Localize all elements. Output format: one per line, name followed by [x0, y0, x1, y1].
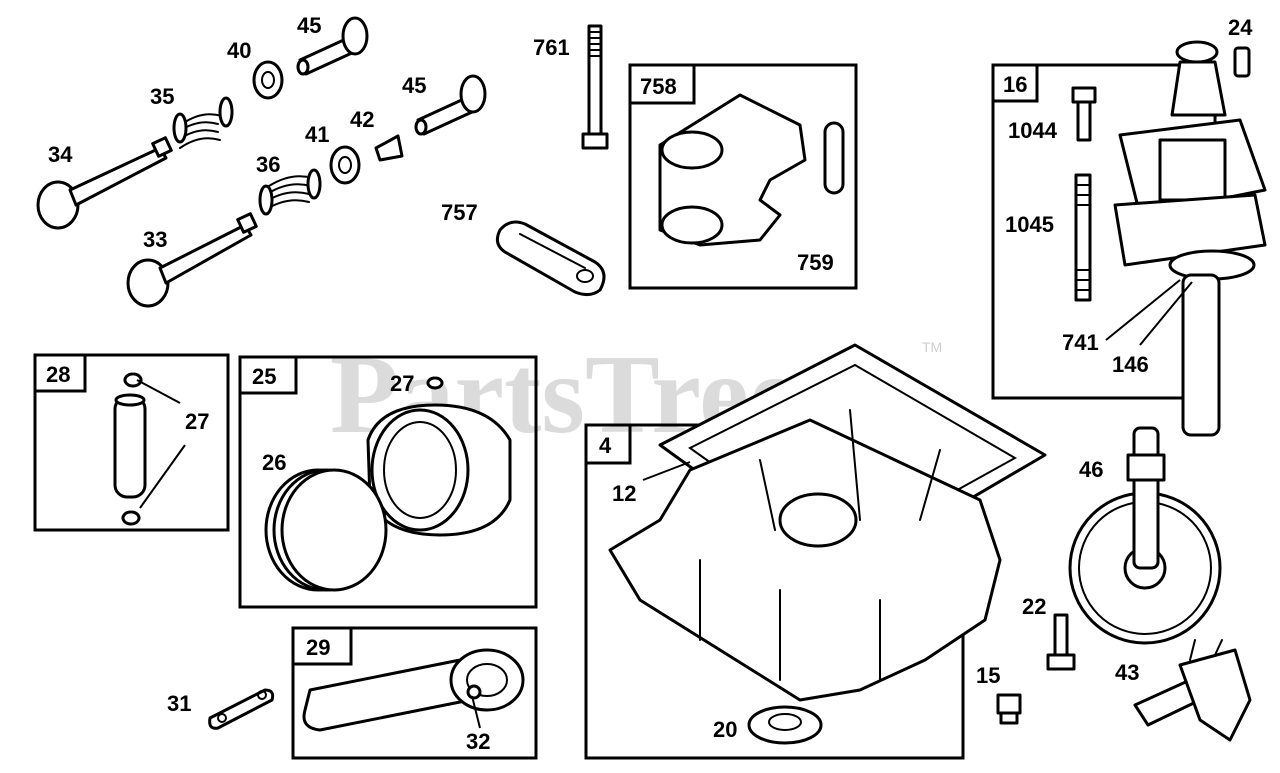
label-31: 31 — [167, 691, 191, 716]
box-25-label: 25 — [252, 364, 276, 389]
label-1044: 1044 — [1008, 118, 1058, 143]
label-32: 32 — [466, 729, 490, 754]
leader-741 — [1105, 279, 1181, 341]
box-4-label: 4 — [599, 433, 612, 458]
leader-32 — [471, 695, 481, 729]
box-4-tab — [584, 423, 632, 465]
bolt-22[interactable] — [1046, 613, 1076, 671]
label-20: 20 — [713, 717, 737, 742]
leader-27-bottom — [139, 444, 186, 509]
label-45-mid: 45 — [402, 73, 426, 98]
box-28-tab — [33, 353, 87, 393]
box-25-tab — [238, 355, 298, 395]
box-28 — [33, 353, 230, 532]
label-22: 22 — [1022, 594, 1046, 619]
label-46: 46 — [1079, 457, 1103, 482]
box-25 — [238, 355, 538, 609]
cylinder-block-4[interactable] — [608, 409, 1002, 702]
box-758 — [628, 63, 858, 290]
retainer-clip-27[interactable] — [121, 372, 143, 526]
connecting-rod-29[interactable] — [302, 648, 525, 732]
box-29-label: 29 — [306, 635, 330, 660]
connecting-rod-757[interactable] — [495, 220, 606, 297]
bolt-1044[interactable] — [1071, 86, 1097, 142]
label-40: 40 — [227, 38, 251, 63]
label-34: 34 — [48, 142, 73, 167]
label-759: 759 — [797, 250, 834, 275]
box-16-label: 16 — [1003, 72, 1027, 97]
valve-lifter-45b[interactable] — [414, 74, 487, 136]
valve-lifter-45a[interactable] — [296, 16, 369, 76]
label-1045: 1045 — [1005, 212, 1054, 237]
label-27-box25: 27 — [390, 371, 414, 396]
key-24[interactable] — [1233, 46, 1251, 78]
piston-pin-28[interactable] — [113, 393, 147, 499]
label-45-top: 45 — [297, 13, 321, 38]
pin-759[interactable] — [823, 121, 845, 195]
box-758-label: 758 — [640, 74, 677, 99]
label-43: 43 — [1115, 660, 1139, 685]
oil-seal-20[interactable] — [747, 705, 823, 745]
crankshaft-assembly[interactable] — [1113, 40, 1267, 437]
lock-31[interactable] — [208, 688, 275, 730]
label-15: 15 — [976, 663, 1000, 688]
valve-34[interactable] — [36, 136, 173, 230]
piston-25[interactable] — [366, 403, 512, 537]
retainer-clip-27-box25[interactable] — [426, 376, 444, 390]
box-16-tab — [991, 63, 1039, 103]
retainer-42[interactable] — [374, 134, 404, 162]
leader-146 — [1139, 281, 1193, 346]
box-29 — [291, 626, 538, 760]
watermark-trademark: TM — [922, 339, 942, 355]
box-28-label: 28 — [46, 362, 70, 387]
label-24: 24 — [1228, 15, 1253, 40]
valve-spring-36[interactable] — [258, 168, 322, 216]
label-757: 757 — [441, 200, 478, 225]
bolt-1045[interactable] — [1074, 173, 1092, 302]
label-35: 35 — [150, 84, 174, 109]
camshaft-46[interactable] — [1068, 426, 1222, 645]
leader-27-top — [136, 379, 181, 404]
label-741: 741 — [1062, 330, 1099, 355]
label-146: 146 — [1112, 352, 1149, 377]
label-42: 42 — [350, 107, 374, 132]
label-41: 41 — [305, 122, 329, 147]
label-33: 33 — [143, 227, 167, 252]
bolt-761[interactable] — [581, 24, 609, 150]
plug-15[interactable] — [996, 693, 1022, 725]
box-29-tab — [291, 626, 353, 666]
label-761: 761 — [533, 35, 570, 60]
governor-43[interactable] — [1133, 639, 1252, 742]
valve-spring-35[interactable] — [172, 96, 234, 149]
spring-retainer-41[interactable] — [329, 145, 361, 185]
spring-retainer-40[interactable] — [252, 60, 284, 100]
valve-33[interactable] — [126, 212, 258, 308]
box-758-tab — [628, 63, 696, 105]
label-36: 36 — [256, 152, 280, 177]
piston-rings-26[interactable] — [264, 468, 388, 592]
label-26: 26 — [262, 450, 286, 475]
label-27-box28: 27 — [185, 409, 209, 434]
governor-bracket-758[interactable] — [658, 93, 807, 247]
leader-12 — [642, 461, 691, 481]
label-12: 12 — [612, 481, 636, 506]
